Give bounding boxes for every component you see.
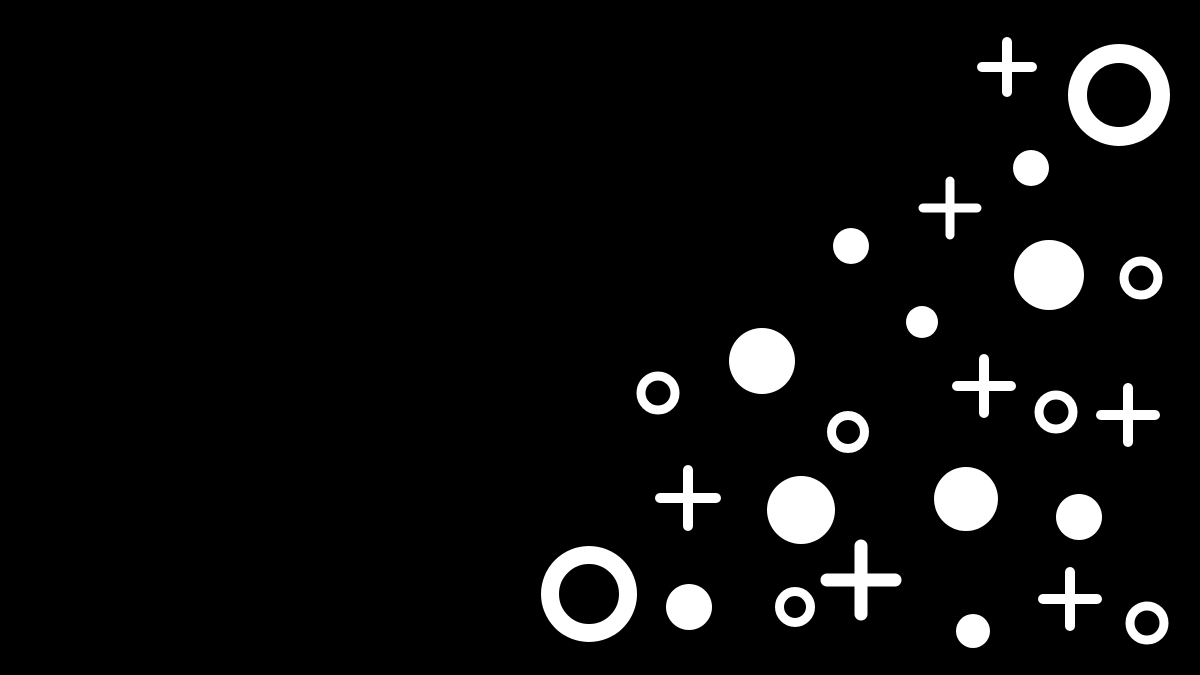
filled-dot-shape xyxy=(1056,494,1102,540)
ring-shape xyxy=(1119,256,1163,300)
filled-dot-shape xyxy=(833,228,869,264)
plus-shape xyxy=(918,176,982,240)
filled-dot-shape xyxy=(729,328,795,394)
plus-shape xyxy=(977,37,1037,97)
ring-shape xyxy=(541,546,637,642)
ring-shape xyxy=(827,411,869,453)
ring-shape xyxy=(636,371,680,415)
filled-dot-shape xyxy=(934,467,998,531)
filled-dot-shape xyxy=(1013,150,1049,186)
filled-dot-shape xyxy=(1014,240,1084,310)
plus-shape xyxy=(820,539,902,621)
filled-dot-shape xyxy=(767,476,835,544)
ring-shape xyxy=(1034,390,1078,434)
plus-shape xyxy=(1096,383,1160,447)
ring-shape xyxy=(1125,601,1169,645)
ring-shape xyxy=(1068,44,1170,146)
plus-shape xyxy=(952,354,1016,418)
filled-dot-shape xyxy=(666,584,712,630)
ring-shape xyxy=(775,587,815,627)
filled-dot-shape xyxy=(956,614,990,648)
filled-dot-shape xyxy=(906,306,938,338)
plus-shape xyxy=(655,465,721,531)
plus-shape xyxy=(1038,567,1102,631)
